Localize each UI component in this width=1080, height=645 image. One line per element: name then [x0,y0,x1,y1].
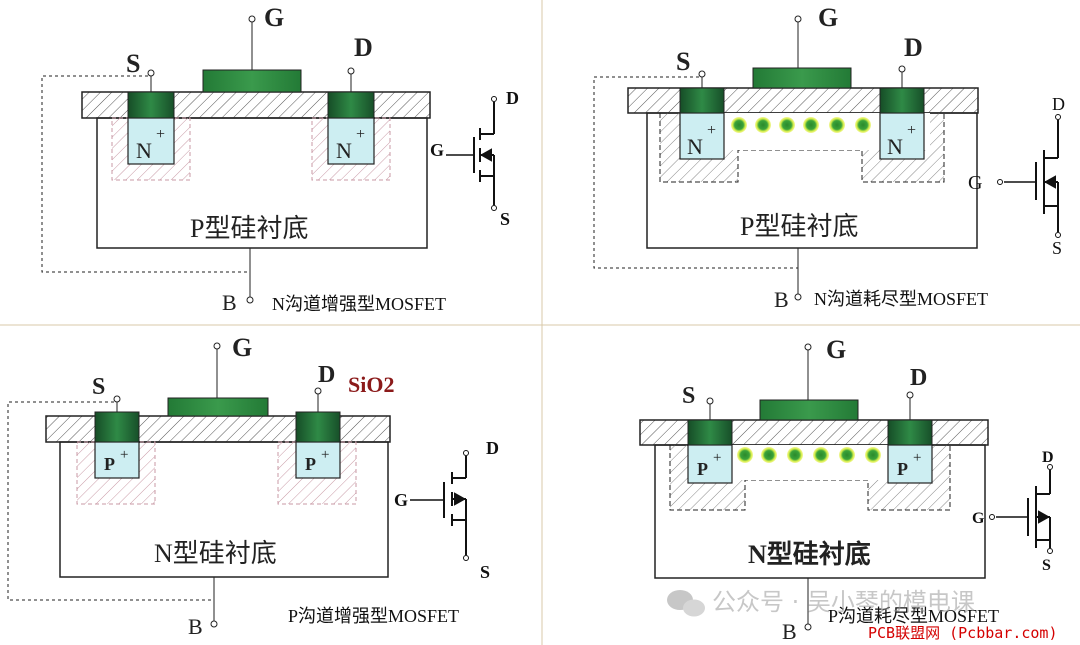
drain-region-sign: + [321,447,329,463]
gate-label: G [264,3,284,32]
circuit-symbol [997,114,1061,238]
drain-electrode [887,419,933,446]
gate-electrode [759,399,859,421]
caption: N沟道耗尽型MOSFET [814,289,988,309]
drain-electrode [295,411,341,443]
drain-region [887,444,933,484]
source-region-sign: + [713,450,721,466]
gate-electrode [167,397,269,417]
panel-p-depletion: G S D B P + P + N型硅衬底 P沟道耗尽型MOSFET D G S [639,335,1054,644]
caption: N沟道增强型MOSFET [272,294,446,314]
source-region-sign: + [120,447,128,463]
symbol-gate-label: G [430,140,444,160]
symbol-drain-label: D [486,438,499,458]
drain-label: D [910,365,927,391]
gate-label: G [818,3,838,32]
drain-region-sign: + [356,126,365,143]
source-region-label: P [104,454,115,474]
symbol-gate-label: G [394,490,408,510]
symbol-gate-label: G [968,172,982,194]
source-region [679,112,725,160]
drain-region-label: N [887,134,903,159]
channel-carriers [737,447,881,463]
source-electrode [679,87,725,114]
gate-electrode [202,69,302,93]
channel-carriers [731,117,871,133]
drain-region-label: P [305,454,316,474]
source-electrode [127,91,175,119]
symbol-source-label: S [480,562,490,582]
drain-region-sign: + [907,122,916,139]
caption: P沟道增强型MOSFET [288,606,459,626]
source-electrode [94,411,140,443]
symbol-drain-label: D [1042,449,1054,466]
source-label: S [676,47,690,76]
drain-electrode [879,87,925,114]
site-credit: PCB联盟网 (Pcbbar.com) [868,624,1058,642]
body-label: B [782,619,797,644]
gate-label: G [232,333,252,362]
panel-n-depletion: G S D B N + N + P型硅衬底 N沟道耗尽型MOSFET D G S [593,3,1065,312]
panel-p-enhancement: G S D SiO2 B P + P + N型硅衬底 P沟道增强型MOSFET … [7,333,499,639]
substrate-label: N型硅衬底 [748,539,871,569]
substrate-label: N型硅衬底 [154,539,277,568]
wechat-icon [667,590,705,617]
symbol-gate-label: G [972,510,985,527]
source-region-sign: + [156,126,165,143]
symbol-drain-label: D [1052,94,1065,114]
drain-label: D [354,33,373,62]
source-electrode [687,419,733,446]
drain-region [295,441,341,479]
symbol-source-label: S [1042,557,1051,574]
gate-electrode [752,67,852,89]
watermark: 公众号 · 吴小琴的模电课 [667,588,975,617]
body-label: B [774,287,789,312]
source-region [687,444,733,484]
circuit-symbol [446,96,497,211]
drain-region-sign: + [913,450,921,466]
panel-n-enhancement: G S D B N + N + P型硅衬底 N沟道增强型MOSFET D G [41,3,519,315]
drain-region-label: N [336,138,352,163]
source-label: S [682,383,695,409]
drain-region [327,117,375,165]
symbol-drain-label: D [506,88,519,108]
circuit-symbol [989,464,1053,554]
source-region-label: P [697,459,708,479]
symbol-source-label: S [1052,238,1062,258]
gate-label: G [826,335,846,364]
body-label: B [188,614,203,639]
circuit-symbol [410,450,469,561]
body-label: B [222,290,237,315]
drain-label: D [904,33,923,62]
substrate-label: P型硅衬底 [740,212,858,241]
source-region [94,441,140,479]
drain-electrode [327,91,375,119]
substrate-label: P型硅衬底 [190,214,308,243]
drain-region [879,112,925,160]
source-region-label: N [136,138,152,163]
source-region-label: N [687,134,703,159]
source-label: S [92,374,105,400]
source-region-sign: + [707,122,716,139]
symbol-source-label: S [500,209,510,229]
source-label: S [126,49,140,78]
oxide-label: SiO2 [348,372,394,397]
channel-band [724,113,880,137]
drain-region-label: P [897,459,908,479]
caption: P沟道耗尽型MOSFET [828,606,999,626]
watermark-text: 公众号 · 吴小琴的模电课 [712,588,975,616]
drain-label: D [318,362,335,388]
